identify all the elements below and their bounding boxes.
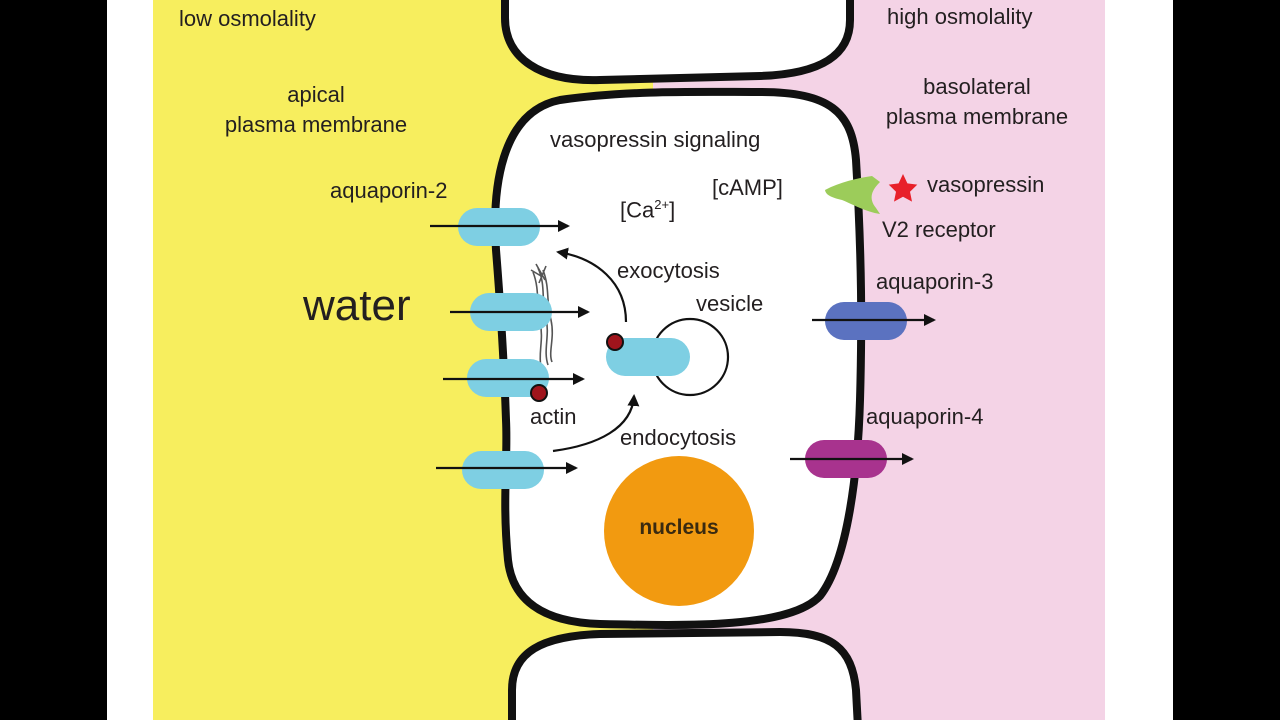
apical-membrane-label: apical plasma membrane [196,82,436,139]
aquaporin-4-label: aquaporin-4 [866,404,984,429]
v2-receptor [825,176,880,214]
v2-receptor-label: V2 receptor [882,217,996,242]
phosphorylation-dot [606,333,624,351]
aquaporin-3-label: aquaporin-3 [876,269,994,294]
upper-adjacent-cell [501,0,854,85]
vasopressin-label: vasopressin [927,172,1045,197]
vasopressin-signaling-label: vasopressin signaling [550,127,761,152]
vesicle-label: vesicle [696,291,764,316]
low-osmolality-label: low osmolality [179,6,316,31]
calcium-superscript: 2+ [654,197,670,212]
phosphorylation-dot [530,384,548,402]
aquaporin-2-channel [462,451,544,489]
white-margin-left [107,0,153,720]
basolateral-membrane-label: basolateral plasma membrane [857,74,1097,131]
nucleus-circle [604,456,754,606]
endocytosis-arrow [552,394,640,453]
vasopressin-star [888,174,918,202]
camp-label: [cAMP] [712,175,783,200]
calcium-label: [Ca2+] [620,197,675,224]
exocytosis-label: exocytosis [617,258,720,283]
nucleus-label: nucleus [639,516,719,539]
basolateral-line2: plasma membrane [885,104,1069,130]
endocytosis-label: endocytosis [620,425,737,450]
vesicle-aquaporin-2 [606,338,690,376]
water-label: water [303,281,411,330]
lower-adjacent-cell [508,627,862,720]
apical-line2: plasma membrane [224,112,408,138]
aquaporin-2-label: aquaporin-2 [330,178,448,203]
basolateral-line1: basolateral [923,74,1031,99]
calcium-close: ] [669,197,676,223]
calcium-base: [Ca [620,197,655,223]
white-margin-right [1105,0,1173,720]
apical-line1: apical [287,82,345,107]
actin-label: actin [530,404,577,429]
high-osmolality-label: high osmolality [887,4,1033,29]
left-black-bar [0,0,107,720]
right-black-bar [1173,0,1280,720]
exocytosis-arrow [556,247,628,323]
